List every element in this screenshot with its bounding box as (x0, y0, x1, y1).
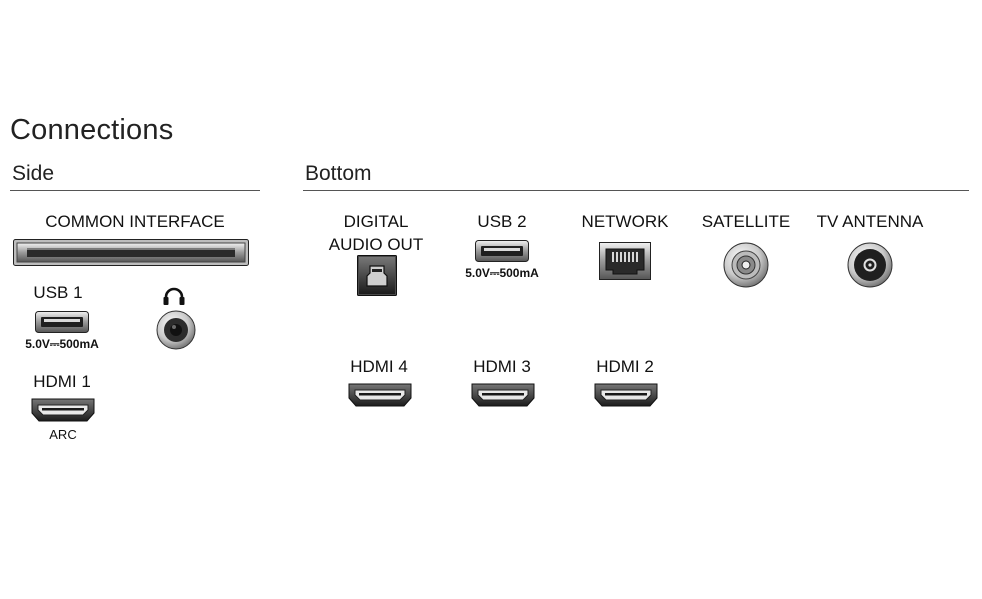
bottom-divider (303, 190, 969, 191)
side-section-title: Side (12, 162, 55, 185)
hdmi1-label: HDMI 1 (33, 372, 91, 391)
headphones-icon (162, 286, 186, 306)
common-interface-slot-icon[interactable] (13, 239, 249, 266)
usb1-port-icon[interactable] (35, 311, 89, 333)
hdmi2-port-icon[interactable] (594, 383, 658, 407)
tv-antenna-label: TV ANTENNA (816, 212, 924, 231)
optical-audio-port-icon[interactable] (357, 255, 397, 296)
usb2-label: USB 2 (477, 212, 527, 231)
network-label: NETWORK (581, 212, 669, 231)
hdmi4-label: HDMI 4 (350, 357, 408, 376)
side-divider (10, 190, 260, 191)
common-interface-label: COMMON INTERFACE (45, 212, 225, 231)
headphone-jack-icon[interactable] (156, 310, 196, 350)
page-title: Connections (10, 114, 174, 146)
digital-audio-out-label-line2: AUDIO OUT (328, 235, 424, 254)
hdmi2-label: HDMI 2 (596, 357, 654, 376)
hdmi4-port-icon[interactable] (348, 383, 412, 407)
satellite-connector-icon[interactable] (723, 242, 769, 288)
hdmi3-port-icon[interactable] (471, 383, 535, 407)
hdmi3-label: HDMI 3 (473, 357, 531, 376)
usb2-port-icon[interactable] (475, 240, 529, 262)
usb2-rating: 5.0V⎓500mA (465, 266, 539, 280)
usb1-rating: 5.0V⎓500mA (25, 337, 99, 351)
bottom-section-title: Bottom (305, 162, 372, 185)
hdmi1-arc-label: ARC (49, 427, 77, 442)
digital-audio-out-label-line1: DIGITAL (343, 212, 409, 231)
ethernet-port-icon[interactable] (599, 242, 651, 280)
usb1-label: USB 1 (33, 283, 83, 302)
antenna-connector-icon[interactable] (847, 242, 893, 288)
satellite-label: SATELLITE (701, 212, 791, 231)
hdmi1-port-icon[interactable] (31, 398, 95, 422)
